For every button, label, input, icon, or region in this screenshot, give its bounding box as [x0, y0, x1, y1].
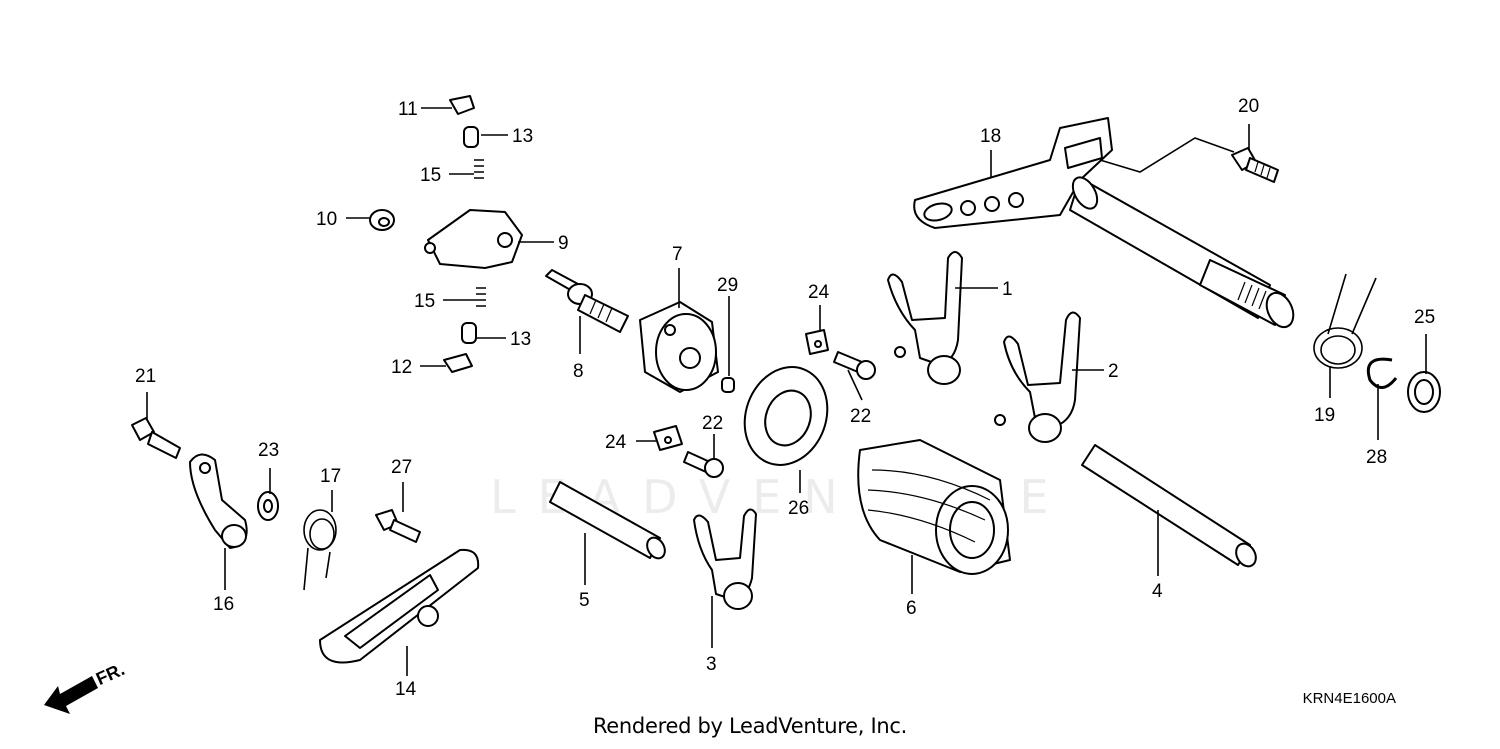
part-3-shift-fork[interactable]	[693, 508, 757, 610]
part-22-bolt-upper[interactable]	[833, 351, 876, 380]
part-11-cap[interactable]	[449, 95, 475, 115]
part-13-pin-upper[interactable]	[463, 126, 479, 148]
callout-15-upper: 15	[420, 165, 441, 186]
callout-4: 4	[1152, 581, 1163, 602]
callout-18: 18	[980, 126, 1001, 147]
callout-labels: 11 13 15 10 9 15 13 12 8 7 29 24 22 24 2…	[135, 96, 1435, 700]
callout-22-upper: 22	[850, 406, 871, 427]
callout-22-lower: 22	[702, 413, 723, 434]
part-13-pin-lower[interactable]	[461, 322, 477, 344]
callout-23: 23	[258, 440, 279, 461]
callout-16: 16	[213, 594, 234, 615]
leader-lines	[146, 107, 1427, 676]
callout-12: 12	[391, 357, 412, 378]
callout-20: 20	[1238, 96, 1259, 117]
callout-29: 29	[717, 275, 738, 296]
render-credit: Rendered by LeadVenture, Inc.	[592, 714, 908, 738]
part-10-collar[interactable]	[369, 209, 395, 231]
part-5-fork-shaft[interactable]	[549, 481, 668, 562]
part-8-bolt[interactable]	[545, 269, 629, 333]
part-26-bearing[interactable]	[731, 355, 840, 476]
part-21-bolt[interactable]	[131, 417, 181, 459]
part-9-stopper-arm[interactable]	[424, 209, 523, 269]
callout-13-lower: 13	[510, 329, 531, 350]
part-29-pin[interactable]	[721, 377, 735, 393]
part-1-shift-fork[interactable]	[887, 251, 963, 385]
part-2-shift-fork[interactable]	[994, 311, 1081, 443]
callout-19: 19	[1314, 405, 1335, 426]
part-27-bolt[interactable]	[375, 509, 421, 543]
callout-8: 8	[573, 361, 584, 382]
part-4-fork-shaft[interactable]	[1081, 444, 1260, 570]
callout-13-upper: 13	[512, 126, 533, 147]
part-24-plate-lower[interactable]	[653, 425, 683, 451]
part-25-washer[interactable]	[1407, 371, 1441, 413]
diagram-code: KRN4E1600A	[1302, 690, 1396, 707]
callout-28: 28	[1366, 447, 1387, 468]
callout-10: 10	[316, 209, 337, 230]
callout-9: 9	[558, 233, 569, 254]
part-12-cap[interactable]	[443, 353, 473, 373]
part-28-circlip[interactable]	[1366, 357, 1398, 389]
callout-7: 7	[672, 244, 683, 265]
callout-3: 3	[706, 654, 717, 675]
part-15-spring-lower[interactable]	[476, 287, 486, 307]
callout-6: 6	[906, 598, 917, 619]
part-14-plate[interactable]	[319, 548, 480, 664]
callout-17: 17	[320, 466, 341, 487]
callout-1: 1	[1002, 279, 1013, 300]
part-22-bolt-lower[interactable]	[683, 451, 724, 478]
callout-5: 5	[579, 590, 590, 611]
front-direction-arrow-icon	[44, 676, 98, 714]
part-6-shift-drum[interactable]	[857, 439, 1011, 575]
part-15-spring-upper[interactable]	[474, 159, 484, 179]
part-19-spring[interactable]	[1313, 273, 1377, 369]
callout-27: 27	[391, 457, 412, 478]
callout-11: 11	[398, 99, 418, 120]
part-7-drum-center[interactable]	[639, 301, 719, 393]
callout-25: 25	[1414, 307, 1435, 328]
callout-26: 26	[788, 498, 809, 519]
callout-21: 21	[135, 366, 156, 387]
part-24-plate-upper[interactable]	[805, 329, 829, 355]
callout-2: 2	[1108, 361, 1119, 382]
part-20-bolt[interactable]	[1231, 147, 1279, 183]
part-23-washer[interactable]	[257, 491, 279, 521]
part-17-spring[interactable]	[303, 509, 337, 591]
callout-14: 14	[395, 679, 417, 700]
part-18-shift-arm[interactable]	[913, 117, 1298, 331]
callout-24-upper: 24	[808, 282, 830, 303]
callout-24-lower: 24	[605, 432, 627, 453]
callout-15-lower: 15	[414, 291, 435, 312]
part-16-plate[interactable]	[189, 453, 248, 549]
